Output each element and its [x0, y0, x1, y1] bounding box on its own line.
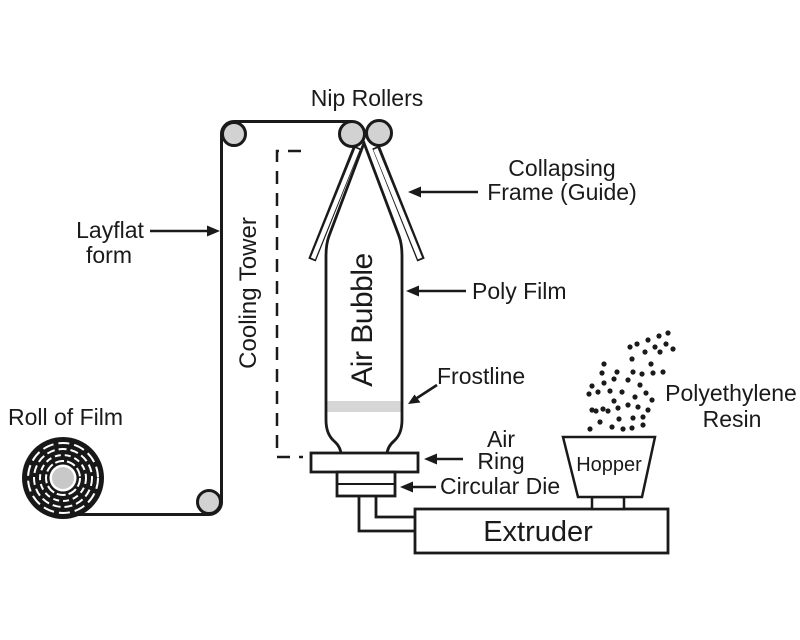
die-duct-inner-line: [374, 496, 415, 519]
roll-ring-4: [45, 460, 81, 496]
resin-dot: [600, 406, 606, 412]
roll-of-film-icon: [22, 437, 104, 519]
resin-dot: [634, 341, 640, 347]
nip-roller-right: [365, 119, 393, 147]
air-ring-label-line1: Air: [487, 426, 515, 452]
resin-dot: [615, 405, 621, 411]
roll-of-film-label: Roll of Film: [8, 404, 123, 430]
hopper-shape: [561, 435, 657, 499]
resin-dot: [640, 414, 646, 420]
resin-dot: [597, 419, 603, 425]
resin-dot: [650, 370, 656, 376]
polyethylene-resin-label-line2: Resin: [703, 406, 762, 432]
collapsing-frame-arrow: [408, 186, 478, 198]
extruder-shape: [413, 507, 670, 555]
resin-dot: [589, 383, 595, 389]
resin-dot: [627, 344, 633, 350]
resin-dot: [625, 377, 631, 383]
resin-dot: [649, 397, 655, 403]
layflat-form-label-line1: Layflat: [76, 217, 144, 243]
resin-dot: [670, 346, 676, 352]
roll-ring-2: [33, 448, 93, 508]
resin-dot: [645, 407, 651, 413]
polyethylene-resin-label-line1: Polyethylene: [665, 380, 797, 406]
resin-dot: [593, 408, 599, 414]
collapsing-frame-right-bar-fill: [373, 148, 423, 260]
resin-dot: [629, 356, 635, 362]
resin-dot: [620, 426, 626, 432]
poly-film-arrow: [406, 285, 466, 297]
roll-ring-1: [27, 442, 99, 514]
layflat-arrow: [150, 225, 220, 237]
cooling-tower-label: Cooling Tower: [235, 217, 262, 369]
collapsing-frame-bars: [308, 145, 425, 262]
circular-die-label: Circular Die: [440, 473, 560, 499]
film-path-line: [63, 120, 352, 516]
resin-dot: [601, 361, 607, 367]
resin-dot: [595, 389, 601, 395]
poly-film-label: Poly Film: [472, 278, 567, 304]
air-ring-shape: [309, 451, 420, 474]
roll-ring-3: [39, 454, 87, 502]
frostline-arrow: [408, 383, 438, 404]
nip-rollers-label: Nip Rollers: [311, 85, 423, 111]
resin-dots: [586, 330, 676, 432]
resin-dot: [665, 330, 671, 336]
air-ring-arrow: [424, 453, 463, 465]
resin-dot: [639, 371, 645, 377]
circular-die-arrow: [400, 481, 436, 493]
die-duct-outer-line: [357, 496, 415, 533]
nip-roller-left: [338, 120, 366, 148]
resin-dot: [619, 389, 625, 395]
resin-dot: [630, 415, 636, 421]
collapsing-frame-label-line2: Frame (Guide): [487, 179, 637, 205]
annotation-arrows: [150, 186, 478, 493]
resin-dot: [586, 391, 592, 397]
roll-core: [52, 467, 74, 489]
resin-dot: [601, 380, 607, 386]
resin-dot: [607, 388, 613, 394]
cooling-tower-dashed-boundary: [275, 149, 303, 459]
air-ring-label-line2: Ring: [477, 448, 524, 474]
resin-dot: [648, 361, 654, 367]
resin-dot: [657, 349, 663, 355]
resin-dot: [635, 404, 641, 410]
hopper-neck: [590, 495, 626, 511]
collapsing-frame-label-line1: Collapsing: [508, 155, 615, 181]
layflat-form-label-line2: form: [86, 242, 132, 268]
resin-dot: [616, 416, 622, 422]
idler-roller-bottom: [196, 489, 222, 515]
resin-dot: [630, 369, 636, 375]
resin-dot: [642, 349, 648, 355]
resin-dot: [643, 390, 649, 396]
extruder-label: Extruder: [483, 516, 593, 548]
resin-dot: [656, 333, 662, 339]
frostline-band: [327, 401, 401, 412]
resin-dot: [625, 402, 631, 408]
resin-dot: [652, 344, 658, 350]
resin-dot: [599, 370, 605, 376]
resin-dot: [637, 382, 643, 388]
resin-dot: [629, 425, 635, 431]
collapsing-frame-left-bar-fill: [310, 148, 360, 260]
resin-dot: [632, 394, 638, 400]
resin-dot: [645, 337, 651, 343]
idler-roller-top-left: [221, 121, 247, 147]
resin-dot: [589, 407, 595, 413]
resin-dot: [614, 369, 620, 375]
resin-dot: [660, 369, 666, 375]
resin-dot: [587, 426, 593, 432]
resin-dot: [663, 341, 669, 347]
frostline-label: Frostline: [437, 363, 525, 389]
resin-dot: [609, 424, 615, 430]
resin-dot: [611, 376, 617, 382]
resin-dot: [640, 422, 646, 428]
hopper-label: Hopper: [576, 454, 642, 476]
resin-dot: [605, 408, 611, 414]
air-bubble-label: Air Bubble: [346, 253, 379, 386]
resin-dot: [611, 398, 617, 404]
